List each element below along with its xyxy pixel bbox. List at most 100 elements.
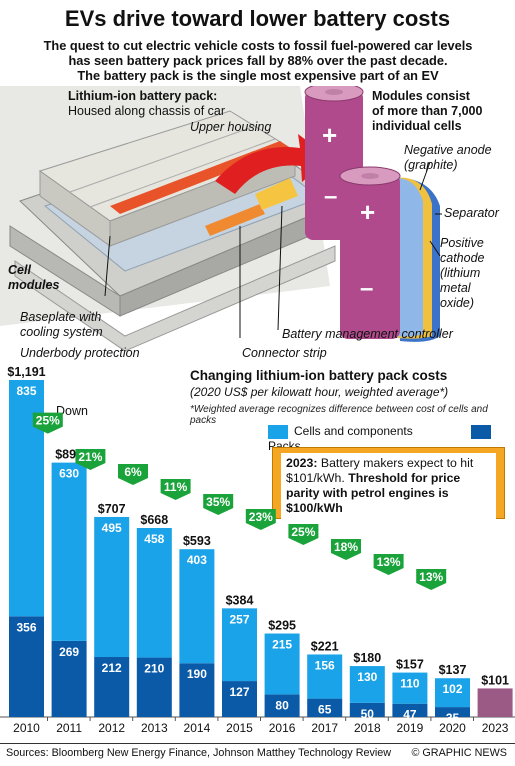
back-cell-minus: – — [324, 183, 337, 210]
decline-marker — [373, 554, 404, 575]
data-label-cells: 156 — [315, 658, 335, 672]
total-label: $180 — [353, 651, 381, 665]
data-label-cells: 403 — [187, 553, 207, 567]
decline-marker — [75, 449, 106, 470]
decline-arrow — [288, 524, 319, 545]
bar-packs — [435, 707, 470, 717]
data-label-cells: 102 — [442, 682, 462, 696]
bar-packs — [51, 640, 87, 717]
x-tick-label: 2016 — [269, 721, 296, 735]
cathode-line-4: metal — [440, 281, 471, 295]
underbody-shape — [14, 245, 336, 352]
chart-subtitle: (2020 US$ per kilowatt hour, weighted av… — [190, 385, 449, 399]
callout-year: 2023: — [286, 456, 318, 470]
decline-arrow — [32, 412, 63, 434]
total-label: $668 — [140, 513, 168, 527]
cathode-line-2: cathode — [440, 251, 485, 265]
decline-arrow — [118, 464, 148, 485]
x-tick-label: 2018 — [354, 721, 381, 735]
page-subtitle: The quest to cut electric vehicle costs … — [8, 38, 508, 83]
pack-title: Lithium-ion battery pack: — [68, 89, 218, 103]
baseplate-line-2: cooling system — [20, 325, 103, 339]
x-tick-label: 2019 — [397, 721, 424, 735]
bar-packs — [392, 703, 428, 717]
zoom-arrow — [215, 134, 330, 194]
data-label-cells: 835 — [16, 384, 36, 398]
positive-cathode-label: Positive cathode (lithium metal oxide) — [440, 236, 484, 311]
cathode-line-1: Positive — [440, 236, 484, 250]
x-tick-label: 2014 — [184, 721, 211, 735]
data-label-cells: 110 — [400, 677, 420, 691]
decline-marker — [118, 464, 148, 485]
total-label: $157 — [396, 658, 424, 672]
bar-cells — [51, 462, 87, 641]
cathode-line-5: oxide) — [440, 296, 475, 310]
data-label-cells: 630 — [59, 467, 79, 481]
module-divider — [69, 125, 256, 193]
data-label-packs: 190 — [187, 667, 207, 681]
x-tick-label: 2020 — [439, 721, 466, 735]
separator-label: Separator — [444, 206, 499, 220]
data-label-packs: 47 — [403, 708, 417, 722]
total-label: $593 — [183, 534, 211, 548]
total-label: $707 — [98, 502, 126, 516]
total-label: $221 — [311, 639, 339, 653]
bar-cells — [94, 516, 130, 658]
decline-label: 6% — [124, 465, 142, 479]
leader-line — [429, 240, 441, 257]
cell-modules-line-2: modules — [8, 278, 60, 292]
decline-marker — [160, 479, 191, 500]
back-cell-terminal — [325, 89, 343, 95]
data-label-packs: 269 — [59, 645, 79, 659]
negative-anode-line-1: Negative anode — [404, 143, 492, 157]
leader-line — [419, 161, 431, 191]
data-label-packs: 35 — [446, 711, 460, 725]
front-cell-terminal — [361, 173, 379, 179]
back-cell-plus: + — [322, 120, 337, 150]
front-cell-plus: + — [360, 197, 375, 227]
data-label-packs: 127 — [229, 685, 249, 699]
decline-marker — [288, 524, 319, 545]
front-cell — [339, 166, 440, 342]
connector-block-shape — [255, 178, 298, 210]
bar-cells — [349, 666, 385, 703]
decline-arrow — [331, 539, 361, 560]
data-label-packs: 210 — [144, 662, 164, 676]
sources-text: Sources: Bloomberg New Energy Finance, J… — [6, 747, 392, 759]
down-label: Down — [56, 404, 88, 418]
chart-bars — [0, 380, 515, 721]
data-label-cells: 257 — [229, 612, 249, 626]
decline-label: 13% — [419, 570, 443, 584]
x-tick-label: 2011 — [56, 721, 82, 735]
chart-labels: 835356$1,1912010630269$8992011495212$707… — [7, 365, 509, 735]
bar-packs — [264, 694, 300, 717]
total-label: $384 — [226, 593, 254, 607]
pack-label: Lithium-ion battery pack: Housed along c… — [68, 89, 225, 119]
x-tick-label: 2010 — [13, 721, 40, 735]
bar-cells — [136, 527, 172, 658]
callout-inner: 2023: Battery makers expect to hit $101/… — [281, 453, 496, 519]
x-tick-label: 2013 — [141, 721, 168, 735]
bar-packs — [9, 616, 44, 717]
footer-divider — [0, 743, 515, 744]
subtitle-line-2: has seen battery pack prices fall by 88%… — [68, 53, 448, 68]
total-label: $137 — [439, 663, 467, 677]
callout-line2: Threshold for price parity with petrol e… — [286, 471, 461, 515]
decline-marker — [331, 539, 361, 560]
connector-label: Connector strip — [242, 346, 327, 360]
baseplate-line-1: Baseplate with — [20, 310, 102, 324]
leader-lines — [104, 161, 442, 338]
decline-marker — [416, 569, 447, 590]
data-label-cells: 215 — [272, 638, 292, 652]
bar-packs — [94, 657, 130, 717]
legend-swatch-cells — [268, 424, 288, 439]
data-label-packs: 65 — [318, 703, 332, 717]
x-tick-label: 2012 — [98, 721, 125, 735]
front-cell-body — [340, 174, 400, 339]
decline-arrow — [203, 494, 234, 515]
modules-line-3: individual cells — [372, 119, 462, 133]
data-label-cells: 458 — [144, 532, 164, 546]
modules-line-1: Modules consist — [372, 89, 470, 103]
battery-pack-illustration: + – + – — [0, 86, 442, 352]
battery-cost-chart: 835356$1,1912010630269$8992011495212$707… — [0, 365, 515, 735]
